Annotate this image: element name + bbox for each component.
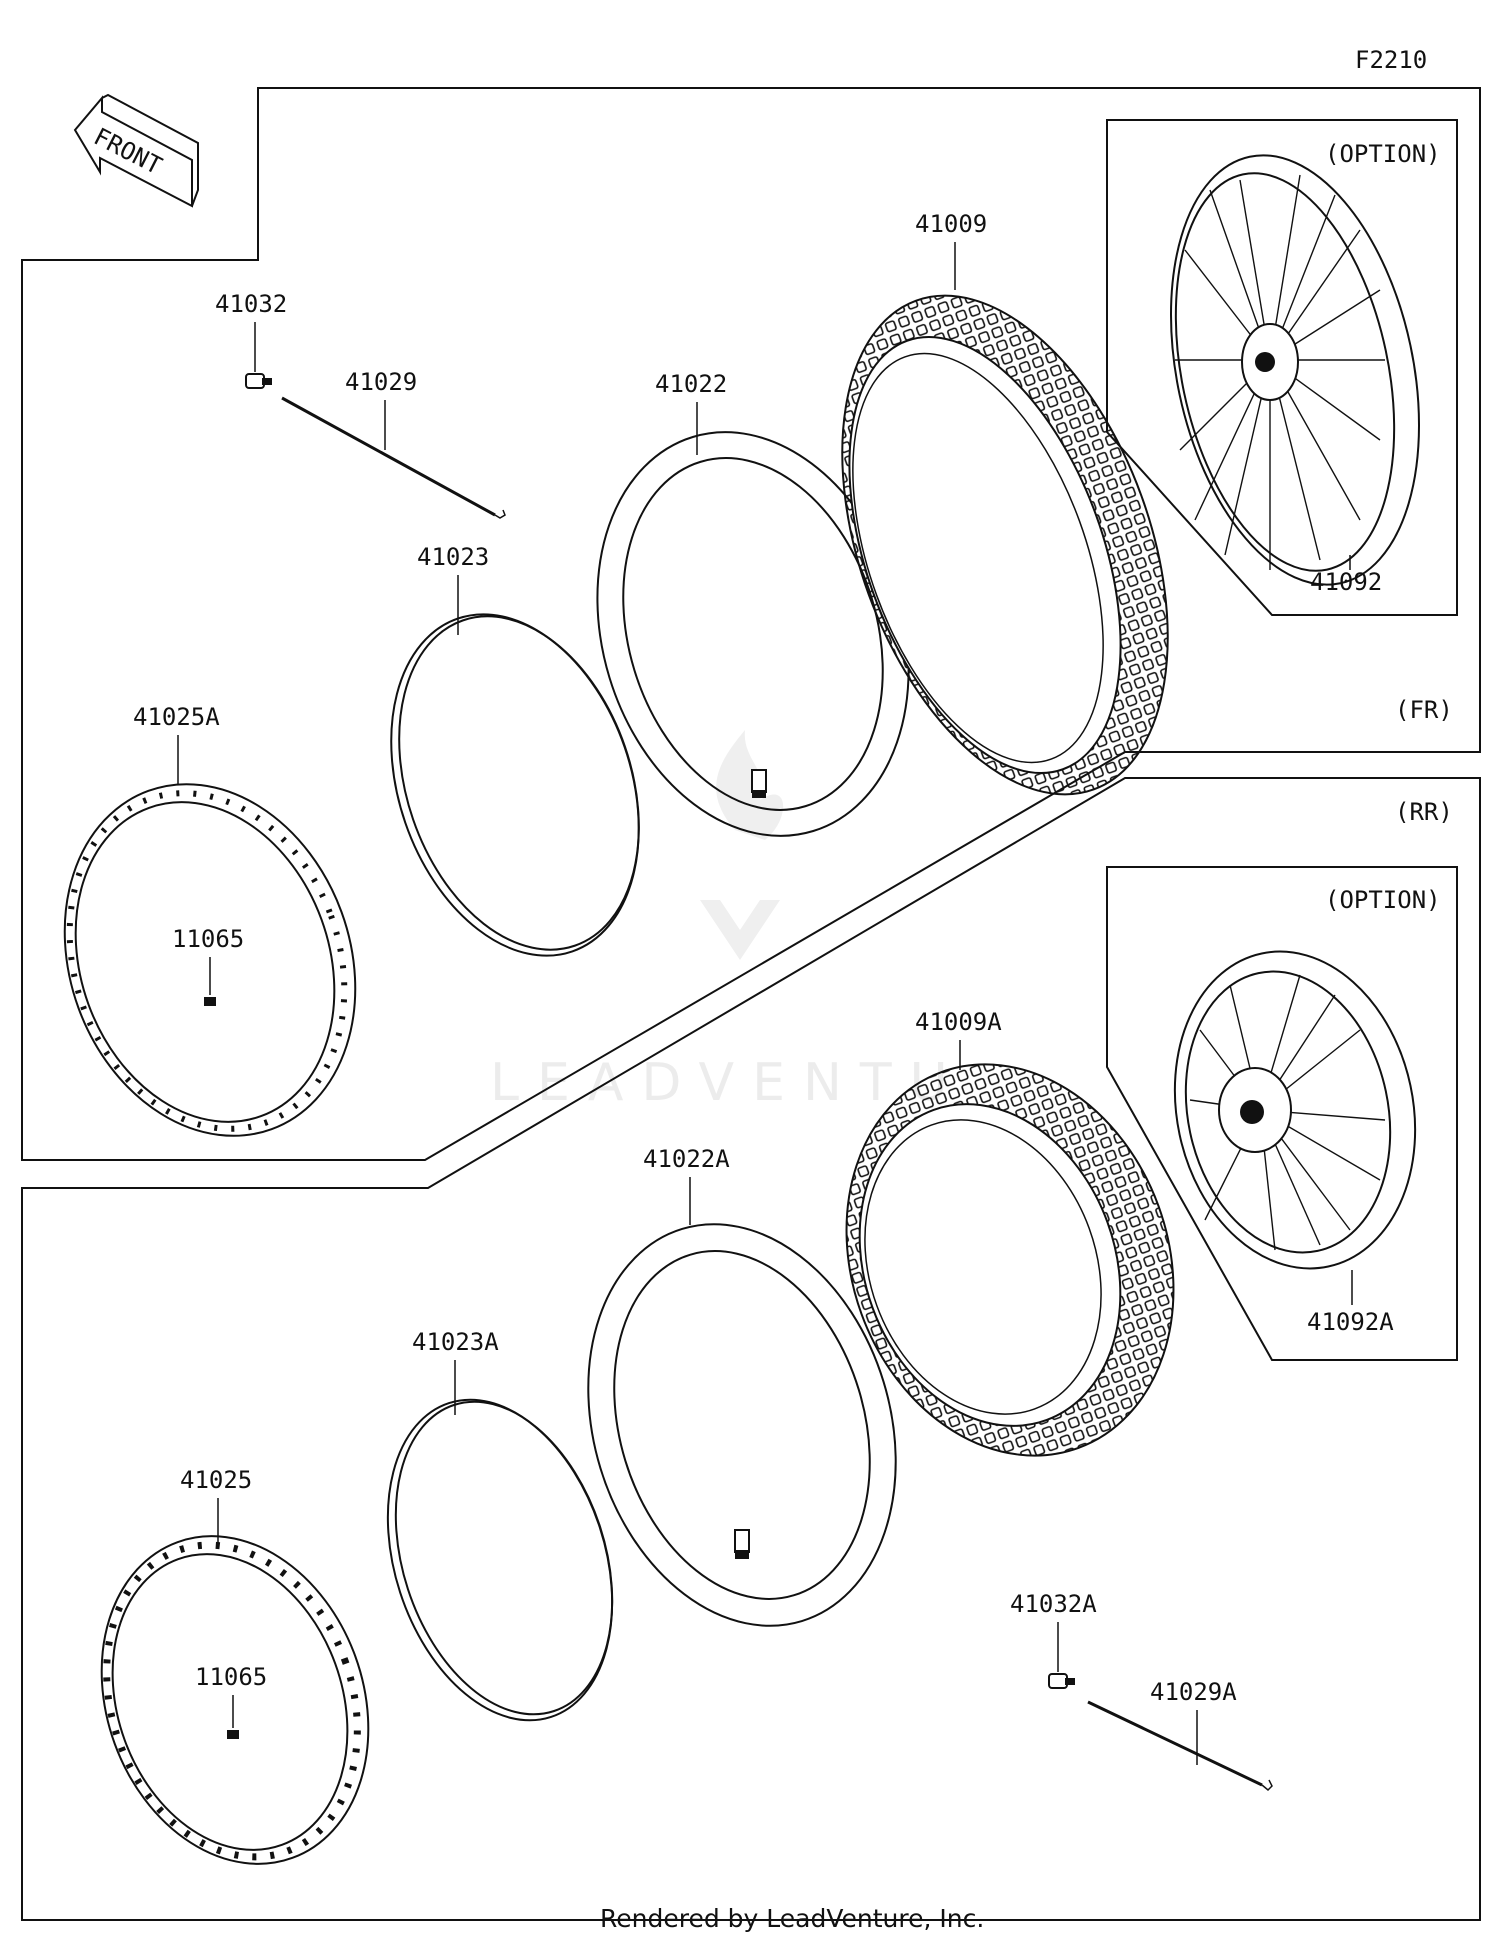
label-41029: 41029 [345,368,417,396]
rear-tube-41022A: 41022A [587,1145,897,1627]
label-41025: 41025 [180,1466,252,1494]
label-41032A: 41032A [1010,1590,1097,1618]
front-option-label: (OPTION) [1325,140,1441,168]
rear-section-border [21,777,1481,1921]
label-41009: 41009 [915,210,987,238]
front-rimband-41023: 41023 [390,543,640,957]
front-tube-41022: 41022 [596,370,910,837]
label-41029A: 41029A [1150,1678,1237,1706]
front-spoke-41029: 41029 [281,368,506,519]
figure-code: F2210 [1355,46,1427,74]
label-41025A: 41025A [133,703,220,731]
label-41032: 41032 [215,290,287,318]
front-section-label: (FR) [1395,696,1453,724]
rear-option-border [1106,866,1458,1361]
front-tire-41009: 41009 [841,210,1169,796]
rear-rim-41025: 41025 [100,1466,370,1865]
rear-section-label: (RR) [1395,798,1453,826]
watermark-text: LEADVENTU [490,1053,966,1113]
front-option-border [1106,119,1458,616]
front-arrow-icon: FRONT [73,93,199,208]
front-section-border [21,87,1481,1161]
label-41022A: 41022A [643,1145,730,1173]
front-wheel-41092: 41092 [1169,154,1421,596]
rear-rimband-41023A: 41023A [386,1328,614,1722]
rear-spoke-41029A: 41029A [1087,1678,1273,1792]
footer-credit: Rendered by LeadVenture, Inc. [600,1904,984,1933]
front-bolt-41032: 41032 [215,290,287,389]
label-11065-rear: 11065 [195,1663,267,1691]
rear-wheel-41092A: 41092A [1173,950,1417,1336]
rear-option-label: (OPTION) [1325,886,1441,914]
label-41092: 41092 [1310,568,1382,596]
label-41009A: 41009A [915,1008,1002,1036]
label-41092A: 41092A [1307,1308,1394,1336]
label-41023: 41023 [417,543,489,571]
rear-tire-41009A: 41009A [845,1008,1175,1457]
label-41023A: 41023A [412,1328,499,1356]
watermark: LEADVENTU [490,730,966,1113]
label-41022: 41022 [655,370,727,398]
rear-nipple-11065: 11065 [195,1663,267,1739]
front-nipple-11065: 11065 [172,925,244,1006]
label-11065-front: 11065 [172,925,244,953]
front-rim-41025A: 41025A [63,703,357,1137]
rear-bolt-41032A: 41032A [1010,1590,1097,1689]
